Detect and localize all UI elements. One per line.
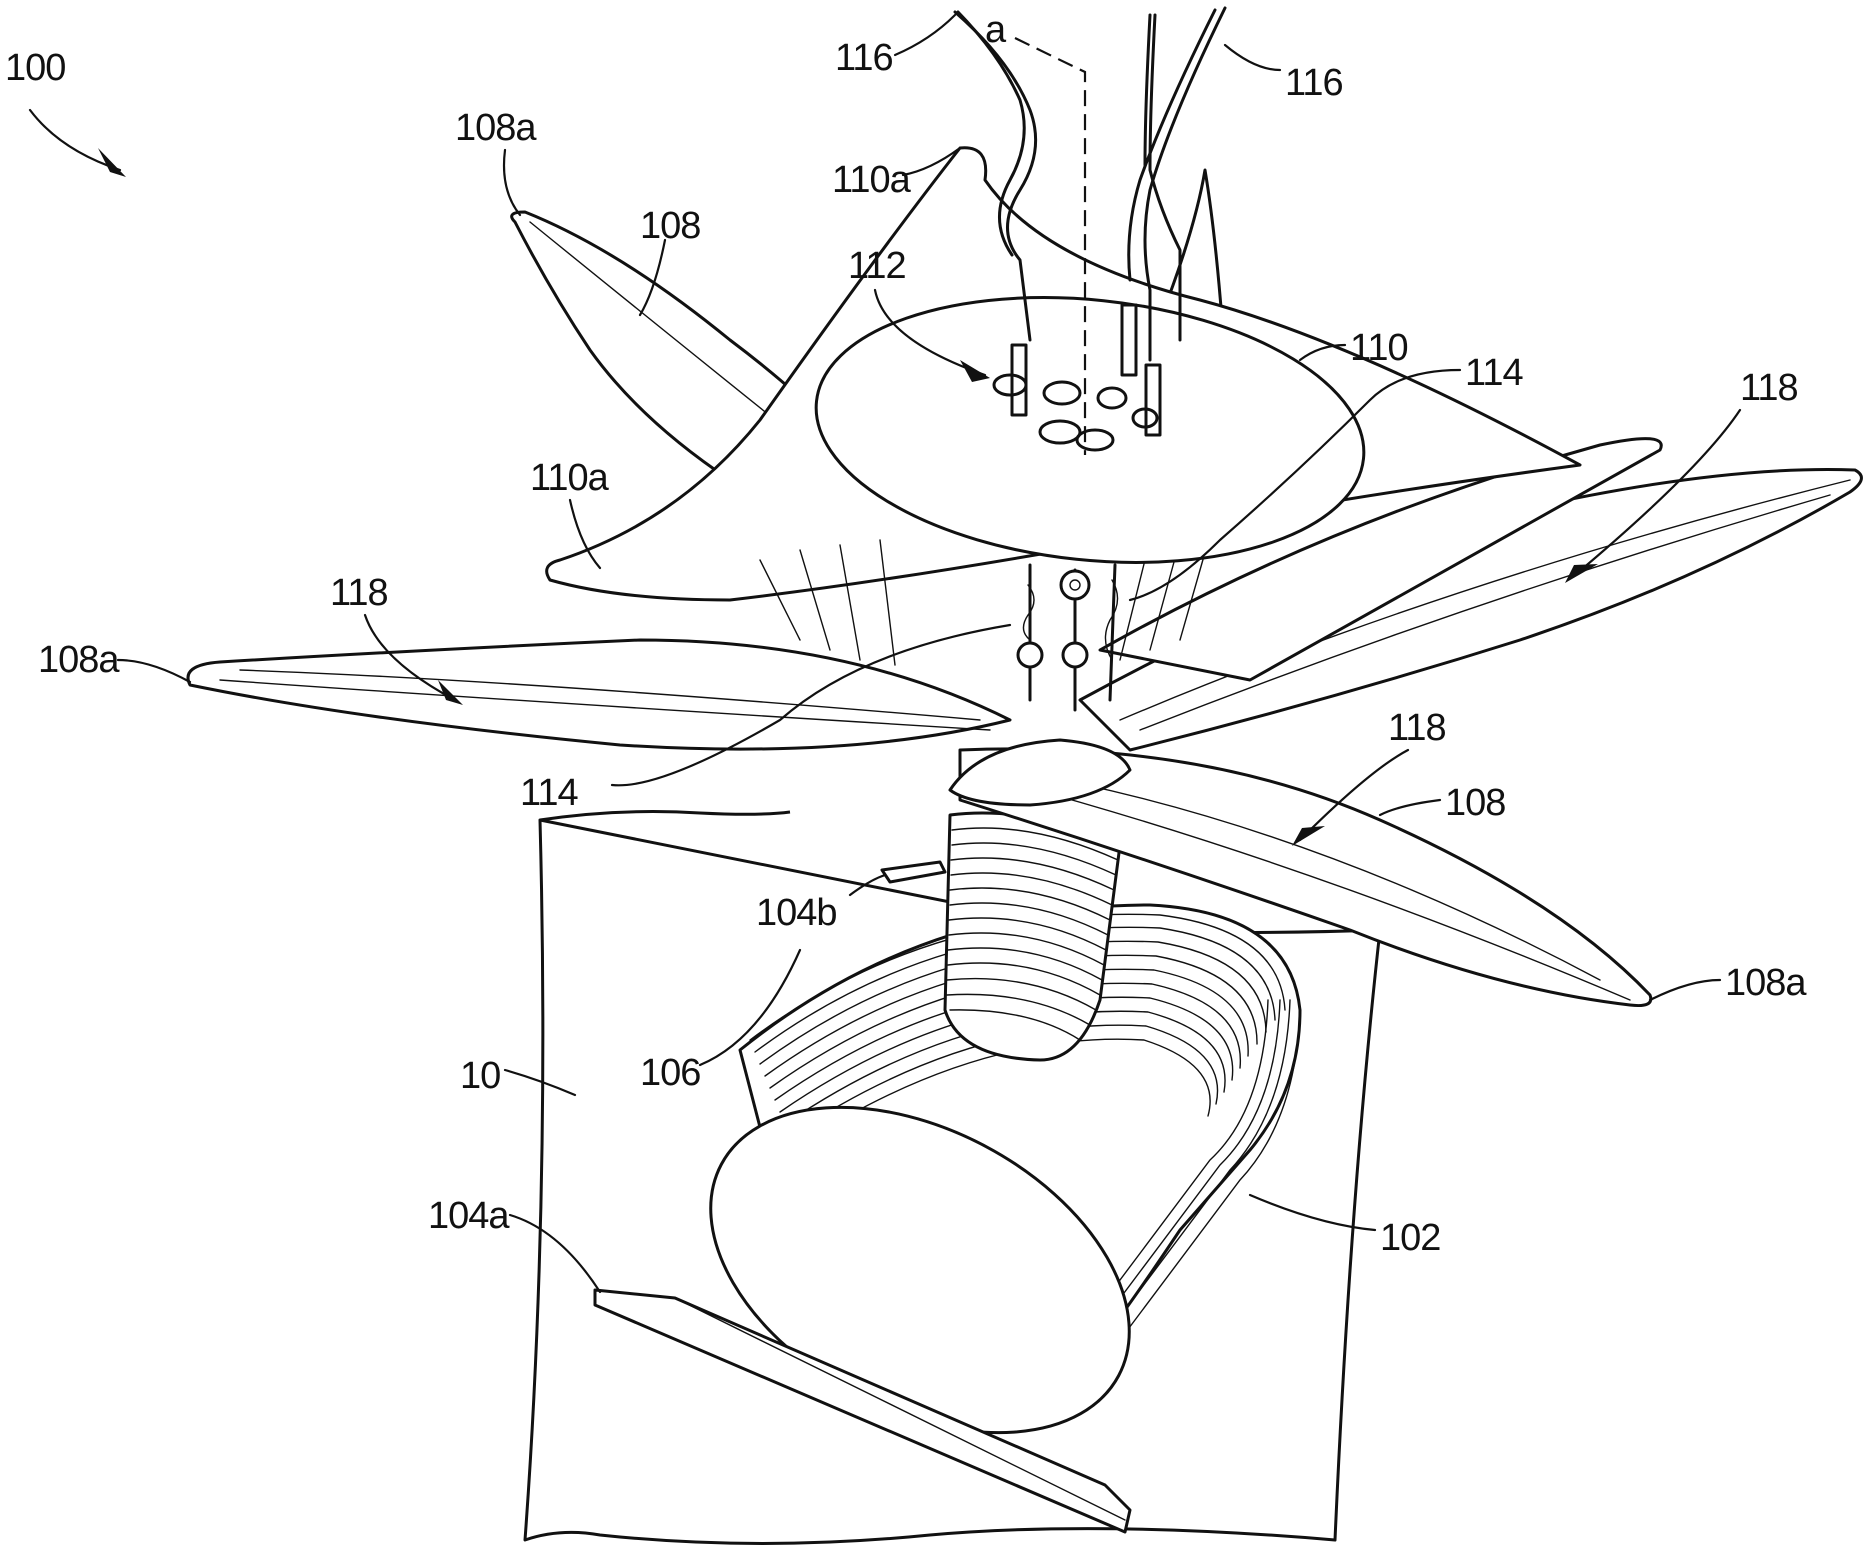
label-118-right: 118 xyxy=(1740,367,1798,409)
label-10: 10 xyxy=(460,1055,500,1097)
label-108-lower: 108 xyxy=(1445,782,1505,824)
label-106: 106 xyxy=(640,1052,700,1094)
label-108a-top: 108a xyxy=(455,107,537,149)
label-112: 112 xyxy=(848,245,906,287)
label-114-bottom: 114 xyxy=(520,772,578,814)
petal-left xyxy=(188,640,1010,749)
label-108a-left: 108a xyxy=(38,639,120,681)
label-118-lower: 118 xyxy=(1388,707,1446,749)
anchor-bar-104b xyxy=(882,862,945,882)
label-114-top: 114 xyxy=(1465,352,1523,394)
label-108a-right: 108a xyxy=(1725,962,1807,1004)
label-104a: 104a xyxy=(428,1195,510,1237)
label-118-left: 118 xyxy=(330,572,388,614)
label-102: 102 xyxy=(1380,1217,1440,1259)
label-110a-top: 110a xyxy=(832,159,912,201)
label-110: 110 xyxy=(1350,327,1408,369)
label-116-right: 116 xyxy=(1285,62,1343,104)
label-116-left: 116 xyxy=(835,37,893,79)
label-110a-left: 110a xyxy=(530,457,610,499)
label-a: a xyxy=(985,9,1007,51)
label-104b: 104b xyxy=(756,892,837,934)
label-100: 100 xyxy=(5,47,65,89)
label-108-top: 108 xyxy=(640,205,700,247)
